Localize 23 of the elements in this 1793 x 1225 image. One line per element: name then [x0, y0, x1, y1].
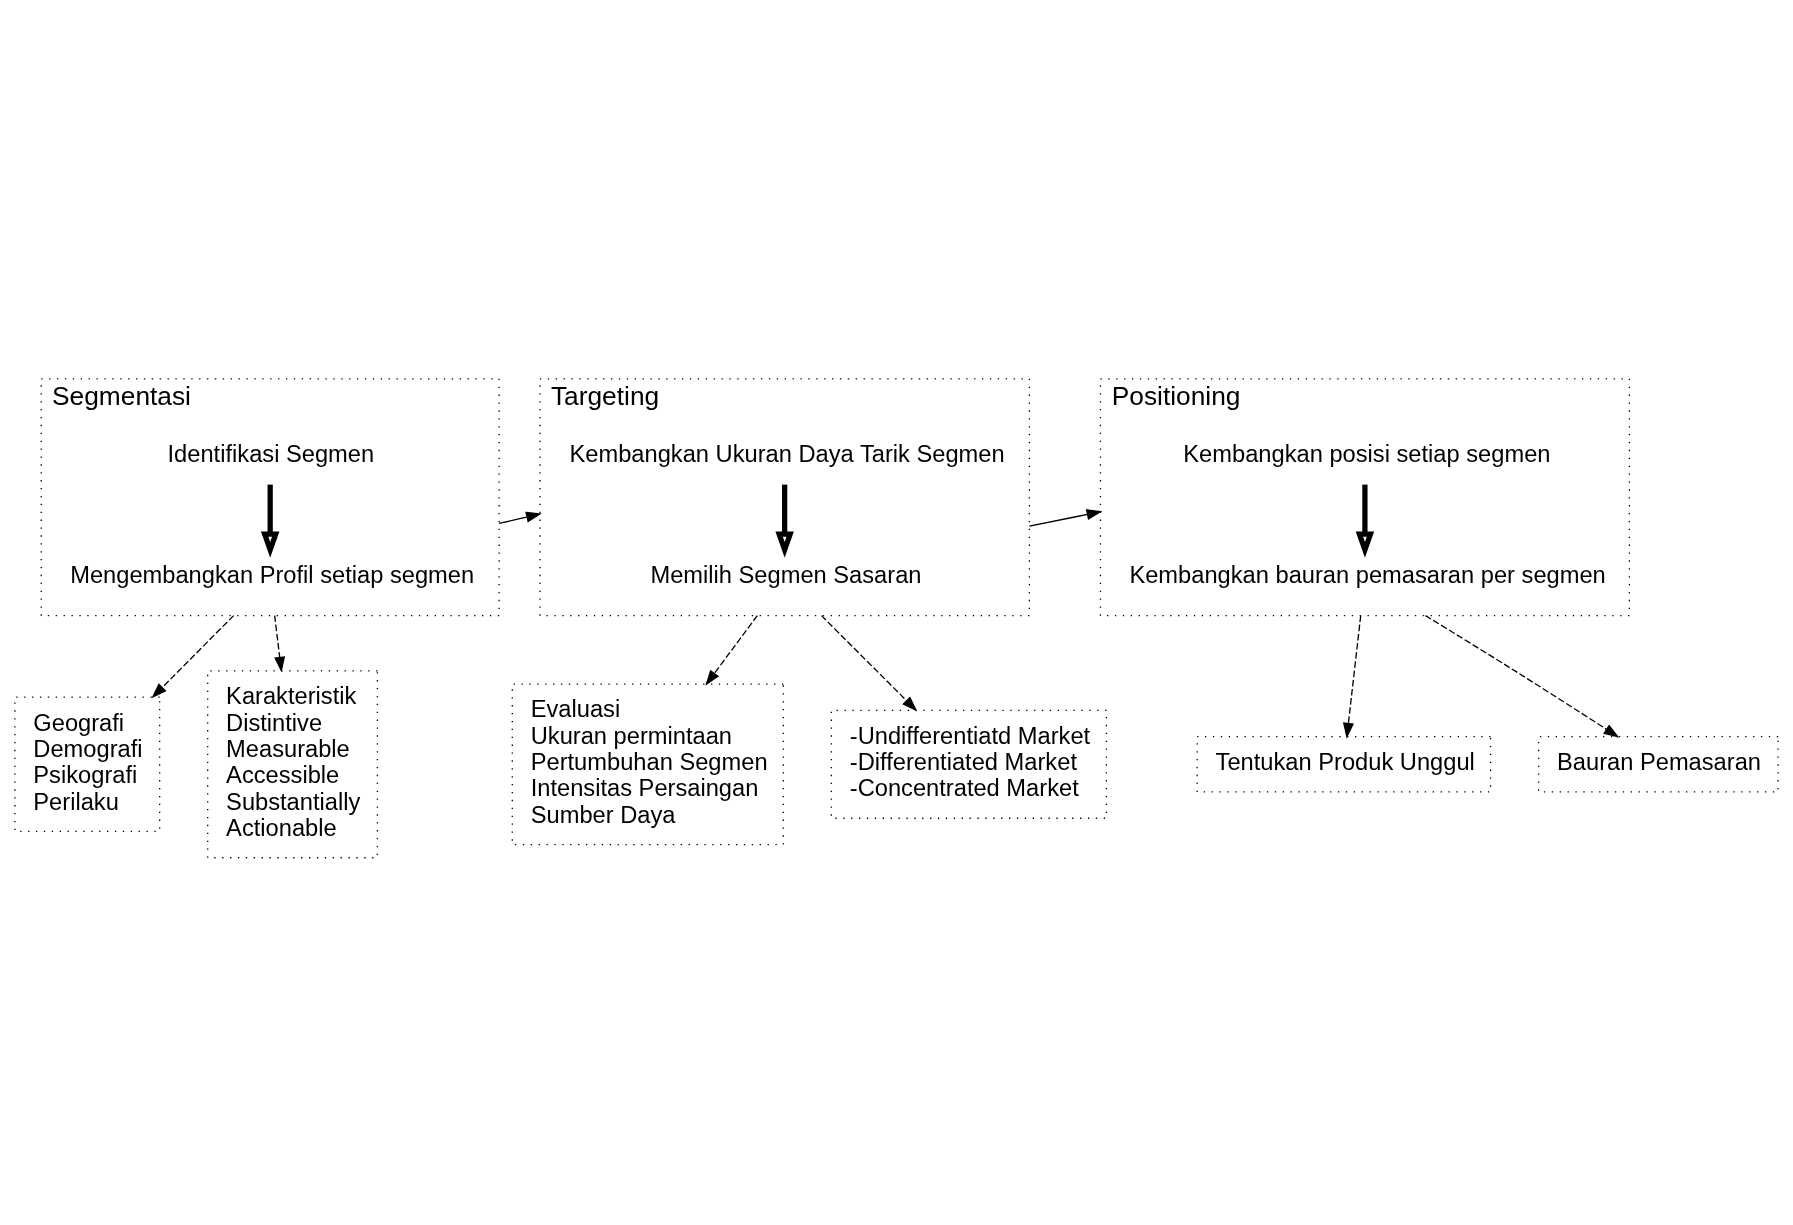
arrow: [151, 614, 235, 698]
node-box: Bauran Pemasaran: [1537, 735, 1779, 793]
node-box: -Undifferentiatd Market -Differentiated Market -Concentrated Market: [830, 709, 1108, 819]
node-text: Kembangkan bauran pemasaran per segmen: [1129, 561, 1606, 588]
node-text: Kembangkan posisi setiap segmen: [1183, 440, 1551, 467]
arrow: [498, 511, 542, 524]
node-text: Mengembangkan Profil setiap segmen: [70, 561, 475, 588]
node-text: Memilih Segmen Sasaran: [650, 561, 922, 588]
arrow: [705, 614, 758, 686]
node-text: Kembangkan Ukuran Daya Tarik Segmen: [569, 440, 1005, 467]
node-box: Geografi Demografi Psikografi Perilaku: [14, 696, 161, 832]
arrow: [274, 614, 286, 672]
arrow: [1342, 614, 1362, 739]
node-box: Tentukan Produk Unggul: [1196, 735, 1492, 793]
arrow: [1028, 508, 1103, 527]
node-box: Karakteristik Distintive Measurable Accessible Substantially Actionable: [207, 669, 379, 858]
arrow: [820, 614, 918, 711]
node-box: Evaluasi Ukuran permintaan Pertumbuhan Segmen Intensitas Persaingan Sumber Daya: [511, 682, 784, 845]
arrow: [775, 484, 794, 558]
arrow: [1424, 614, 1620, 738]
node-text: Identifikasi Segmen: [167, 440, 375, 467]
arrow: [260, 484, 280, 558]
arrow: [1355, 484, 1375, 558]
